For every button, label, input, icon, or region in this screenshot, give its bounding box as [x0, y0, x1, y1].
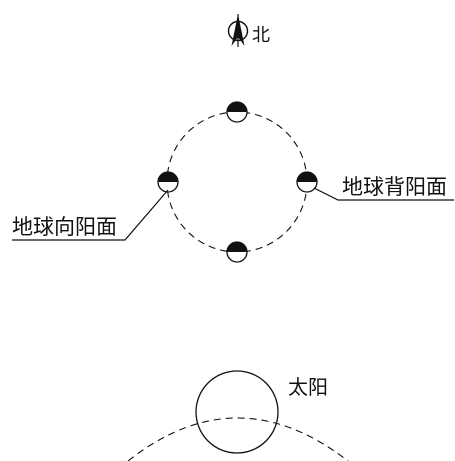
label-sun: 太阳 [288, 375, 328, 399]
north-label: 北 [252, 25, 270, 46]
earth-right [296, 171, 318, 193]
label-earth-away-from-sun: 地球背阳面 [342, 175, 447, 199]
earth-orbit [166, 111, 308, 253]
sun-circle [195, 370, 279, 454]
earth-left [157, 171, 179, 193]
north-arrow-icon [227, 14, 249, 47]
sun-orbit-arc [127, 417, 349, 461]
label-earth-facing-sun: 地球向阳面 [12, 215, 117, 239]
earth-bottom [226, 241, 248, 263]
leader-line-away-from-sun [313, 187, 454, 201]
leader-line-facing-sun [12, 189, 169, 241]
earth-top [226, 101, 248, 123]
